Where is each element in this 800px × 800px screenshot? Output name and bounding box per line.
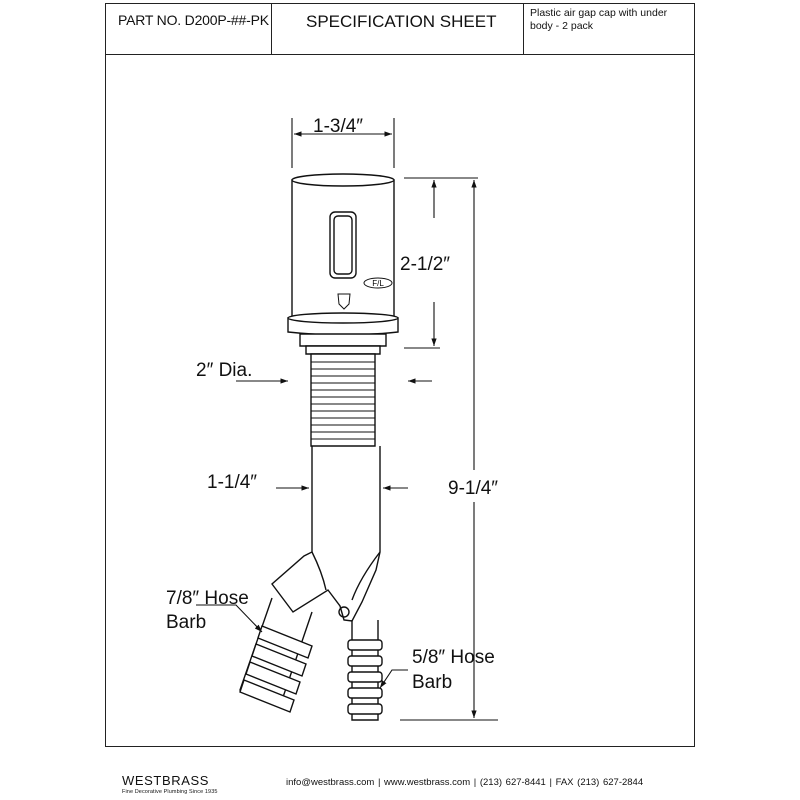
body-diameter-label: 1-1/4″ (207, 472, 257, 493)
contact-info: info@westbrass.com | www.westbrass.com |… (286, 777, 644, 788)
fl-mark: F/L (372, 279, 384, 288)
small-barb-label-2: Barb (412, 672, 452, 693)
product-description: Plastic air gap cap with under body - 2 … (530, 7, 668, 32)
large-barb-label-2: Barb (166, 612, 206, 633)
sheet-title-cell: SPECIFICATION SHEET (272, 4, 524, 54)
cap-height-label: 2-1/2″ (400, 254, 450, 275)
technical-drawing: F/L 1-3/4″ 2-1/2″ 2″ Dia. 1-1/4″ 9-1/4″ … (166, 116, 498, 721)
small-barb-label-1: 5/8″ Hose (412, 647, 495, 668)
dimension-labels: 1-3/4″ 2-1/2″ 2″ Dia. 1-1/4″ 9-1/4″ 7/8″… (166, 116, 498, 693)
spec-sheet-frame: PART NO. D200P-##-PK SPECIFICATION SHEET… (105, 3, 695, 747)
large-hose-barb-ribs (239, 625, 313, 713)
part-number: PART NO. D200P-##-PK (118, 12, 269, 28)
footer: WESTBRASS Fine Decorative Plumbing Since… (0, 760, 800, 800)
shield-icon (337, 293, 351, 310)
certification-marks: F/L (337, 277, 393, 310)
dimension-lines (196, 118, 498, 721)
part-number-cell: PART NO. D200P-##-PK (106, 4, 272, 54)
air-gap-body-outline (239, 173, 399, 721)
overall-height-label: 9-1/4″ (448, 478, 498, 499)
small-hose-barb-ribs (347, 639, 383, 715)
description-cell: Plastic air gap cap with under body - 2 … (524, 4, 694, 54)
brand-logo: WESTBRASS (122, 773, 210, 788)
thread-lines (311, 361, 375, 440)
cap-width-label: 1-3/4″ (313, 116, 363, 137)
large-barb-label-1: 7/8″ Hose (166, 588, 249, 609)
sheet-title: SPECIFICATION SHEET (306, 12, 497, 31)
thread-diameter-label: 2″ Dia. (196, 360, 252, 381)
brand-tagline: Fine Decorative Plumbing Since 1935 (122, 789, 218, 795)
title-block: PART NO. D200P-##-PK SPECIFICATION SHEET… (106, 4, 694, 55)
